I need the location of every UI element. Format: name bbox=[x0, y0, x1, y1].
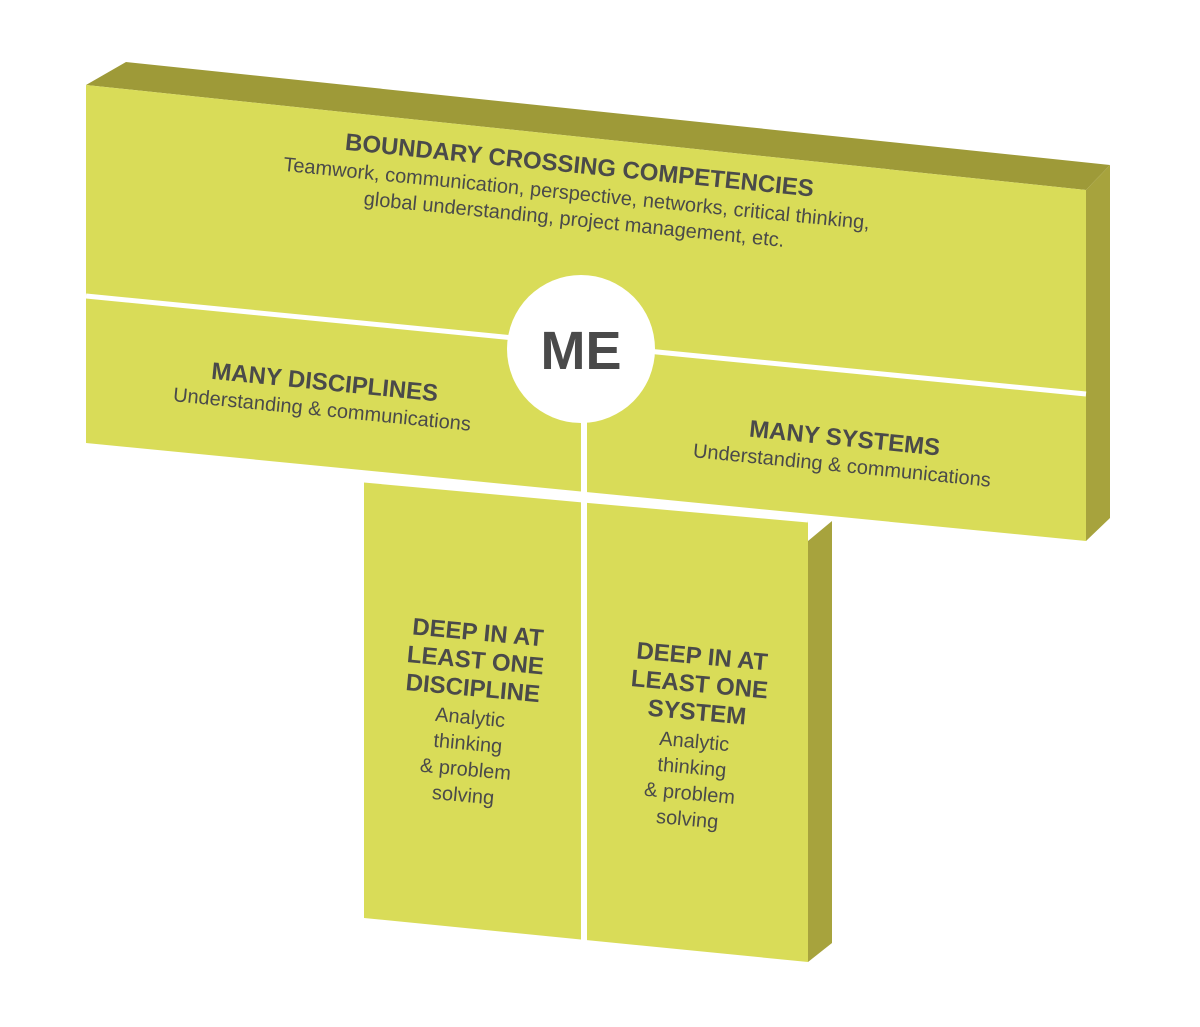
divider-stem-top-right bbox=[582, 497, 809, 523]
divider-stem-top-left bbox=[363, 477, 584, 503]
me-circle bbox=[507, 275, 655, 423]
stem-right-side bbox=[808, 521, 832, 962]
deep-system-section: DEEP IN AT LEAST ONE SYSTEM Analytic thi… bbox=[630, 637, 769, 833]
me-label: ME bbox=[541, 321, 622, 381]
top-bar-top-face bbox=[86, 62, 1110, 190]
top-bar-right-side bbox=[1086, 165, 1110, 541]
